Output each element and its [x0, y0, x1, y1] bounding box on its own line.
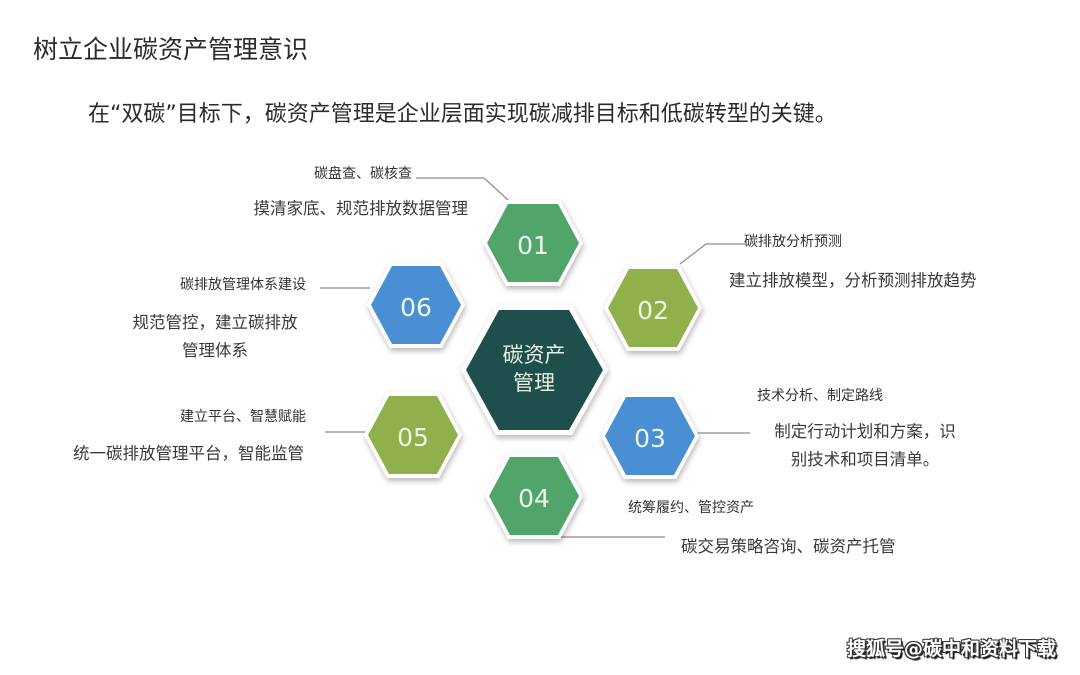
item-03-desc-line2: 别技术和项目清单。 — [790, 450, 940, 469]
hexagon-03: 03 — [601, 393, 699, 479]
hexagon-number: 03 — [634, 424, 666, 453]
hexagon-02: 02 — [604, 265, 702, 351]
item-02-desc: 建立排放模型，分析预测排放趋势 — [729, 271, 977, 290]
item-06-desc-line2: 管理体系 — [182, 341, 248, 360]
hexagon-number: 06 — [400, 293, 432, 322]
item-03-desc: 制定行动计划和方案，识 别技术和项目清单。 — [755, 418, 975, 470]
item-06-desc: 规范管控，建立碳排放 管理体系 — [110, 309, 320, 361]
hexagon-01: 01 — [483, 200, 583, 286]
item-01-heading: 碳盘查、碳核查 — [314, 166, 412, 182]
center-hex-shape — [466, 310, 603, 430]
connector-02 — [679, 243, 745, 265]
item-03-desc-line1: 制定行动计划和方案，识 — [774, 422, 956, 441]
connector-lines — [320, 177, 750, 538]
hexagon-number: 01 — [517, 231, 549, 260]
item-01-desc: 摸清家底、规范排放数据管理 — [253, 199, 469, 218]
hexagon-number: 02 — [637, 296, 669, 325]
item-05-heading: 建立平台、智慧赋能 — [180, 409, 306, 425]
item-04-desc: 碳交易策略咨询、碳资产托管 — [681, 537, 896, 556]
hexagon-06: 06 — [367, 262, 465, 348]
center-label-line2: 管理 — [513, 371, 555, 395]
page-title: 树立企业碳资产管理意识 — [33, 35, 309, 64]
item-03-heading: 技术分析、制定路线 — [757, 388, 883, 404]
center-label-line1: 碳资产 — [503, 343, 566, 367]
connector-01 — [416, 177, 509, 201]
hexagon-05: 05 — [364, 392, 462, 478]
watermark: 搜狐号@碳中和资料下载 — [846, 638, 1056, 660]
item-06-desc-line1: 规范管控，建立碳排放 — [132, 313, 298, 332]
item-02-heading: 碳排放分析预测 — [744, 234, 842, 250]
center-hexagon: 碳资产 管理 — [461, 305, 608, 435]
hexagon-number: 05 — [397, 423, 429, 452]
item-04-heading: 统筹履约、管控资产 — [628, 500, 754, 516]
item-05-desc: 统一碳排放管理平台，智能监管 — [73, 444, 304, 463]
item-06-heading: 碳排放管理体系建设 — [180, 277, 306, 293]
page-subtitle: 在“双碳”目标下，碳资产管理是企业层面实现碳减排目标和低碳转型的关键。 — [88, 102, 837, 127]
hexagon-number: 04 — [518, 484, 550, 513]
hexagon-04: 04 — [485, 453, 583, 539]
